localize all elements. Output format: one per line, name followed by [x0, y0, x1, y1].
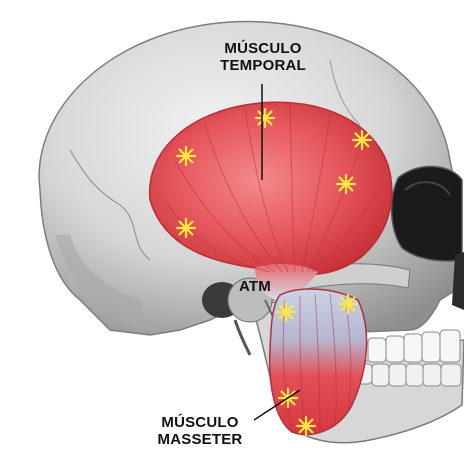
masseter-muscle-label: MÚSCULO MASSETER — [150, 414, 250, 449]
masseter-label-line1: MÚSCULO — [150, 414, 250, 431]
atm-label-text: ATM — [230, 278, 280, 295]
temporal-label-line1: MÚSCULO — [208, 40, 318, 57]
upper-teeth — [352, 330, 460, 362]
temporal-muscle-label: MÚSCULO TEMPORAL — [208, 40, 318, 75]
trigger-point-star-icon — [353, 131, 371, 149]
lower-teeth — [356, 364, 461, 386]
trigger-point-star-icon — [177, 147, 195, 165]
trigger-point-star-icon — [277, 303, 295, 321]
trigger-point-star-icon — [297, 417, 315, 435]
atm-label: ATM — [230, 278, 280, 295]
trigger-point-star-icon — [256, 109, 274, 127]
trigger-point-star-icon — [177, 219, 195, 237]
trigger-point-star-icon — [337, 175, 355, 193]
masseter-label-line2: MASSETER — [150, 431, 250, 448]
trigger-point-star-icon — [339, 295, 357, 313]
eye-socket — [392, 166, 462, 260]
temporal-label-line2: TEMPORAL — [208, 57, 318, 74]
